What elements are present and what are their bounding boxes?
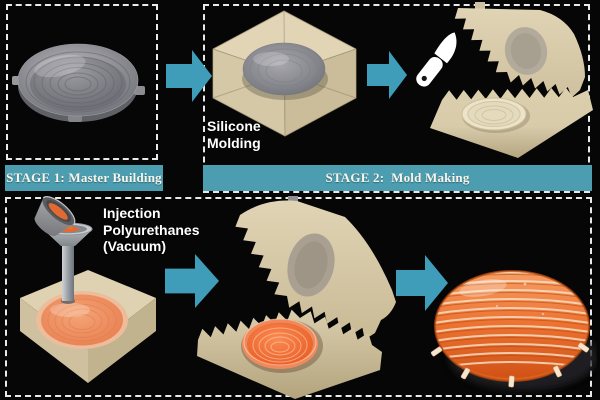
knife-icon — [416, 32, 457, 87]
sprue-stub — [288, 196, 298, 205]
arrow-right-icon — [367, 51, 407, 99]
stage2-banner: STAGE 2: Mold Making — [203, 165, 592, 191]
stage1-dashed-frame — [6, 4, 158, 160]
stage1-banner: STAGE 1: Master Building — [5, 165, 163, 191]
silicone-molding-label-line1: Silicone — [207, 118, 261, 134]
injection-tube — [62, 246, 74, 301]
arrow-right-icon — [166, 50, 212, 102]
stage1-banner-label: STAGE 1: Master Building — [6, 170, 162, 185]
injection-label-line1: Injection — [103, 205, 161, 221]
stage2-banner-label: STAGE 2: Mold Making — [325, 170, 470, 185]
injection-label-line3: (Vacuum) — [103, 238, 167, 254]
crucible-pour-icon — [34, 196, 76, 237]
mold-open-illustration — [430, 2, 593, 158]
silicone-molding-label-line2: Molding — [207, 135, 261, 151]
silicone-cube-illustration — [212, 10, 357, 137]
sprue-stub — [475, 2, 485, 9]
final-part-illustration — [430, 270, 597, 390]
injection-polyurethanes-label: Injection Polyurethanes (Vacuum) — [103, 205, 199, 255]
silicone-molding-label: Silicone Molding — [207, 118, 261, 152]
arrow-right-icon — [165, 254, 219, 308]
master-lens-illustration — [12, 43, 145, 122]
rim-tabs — [430, 342, 590, 388]
arrow-right-icon — [396, 255, 448, 311]
injection-mold-illustration — [20, 196, 156, 383]
cast-mold-open-illustration — [197, 196, 396, 399]
injection-label-line2: Polyurethanes — [103, 221, 200, 238]
